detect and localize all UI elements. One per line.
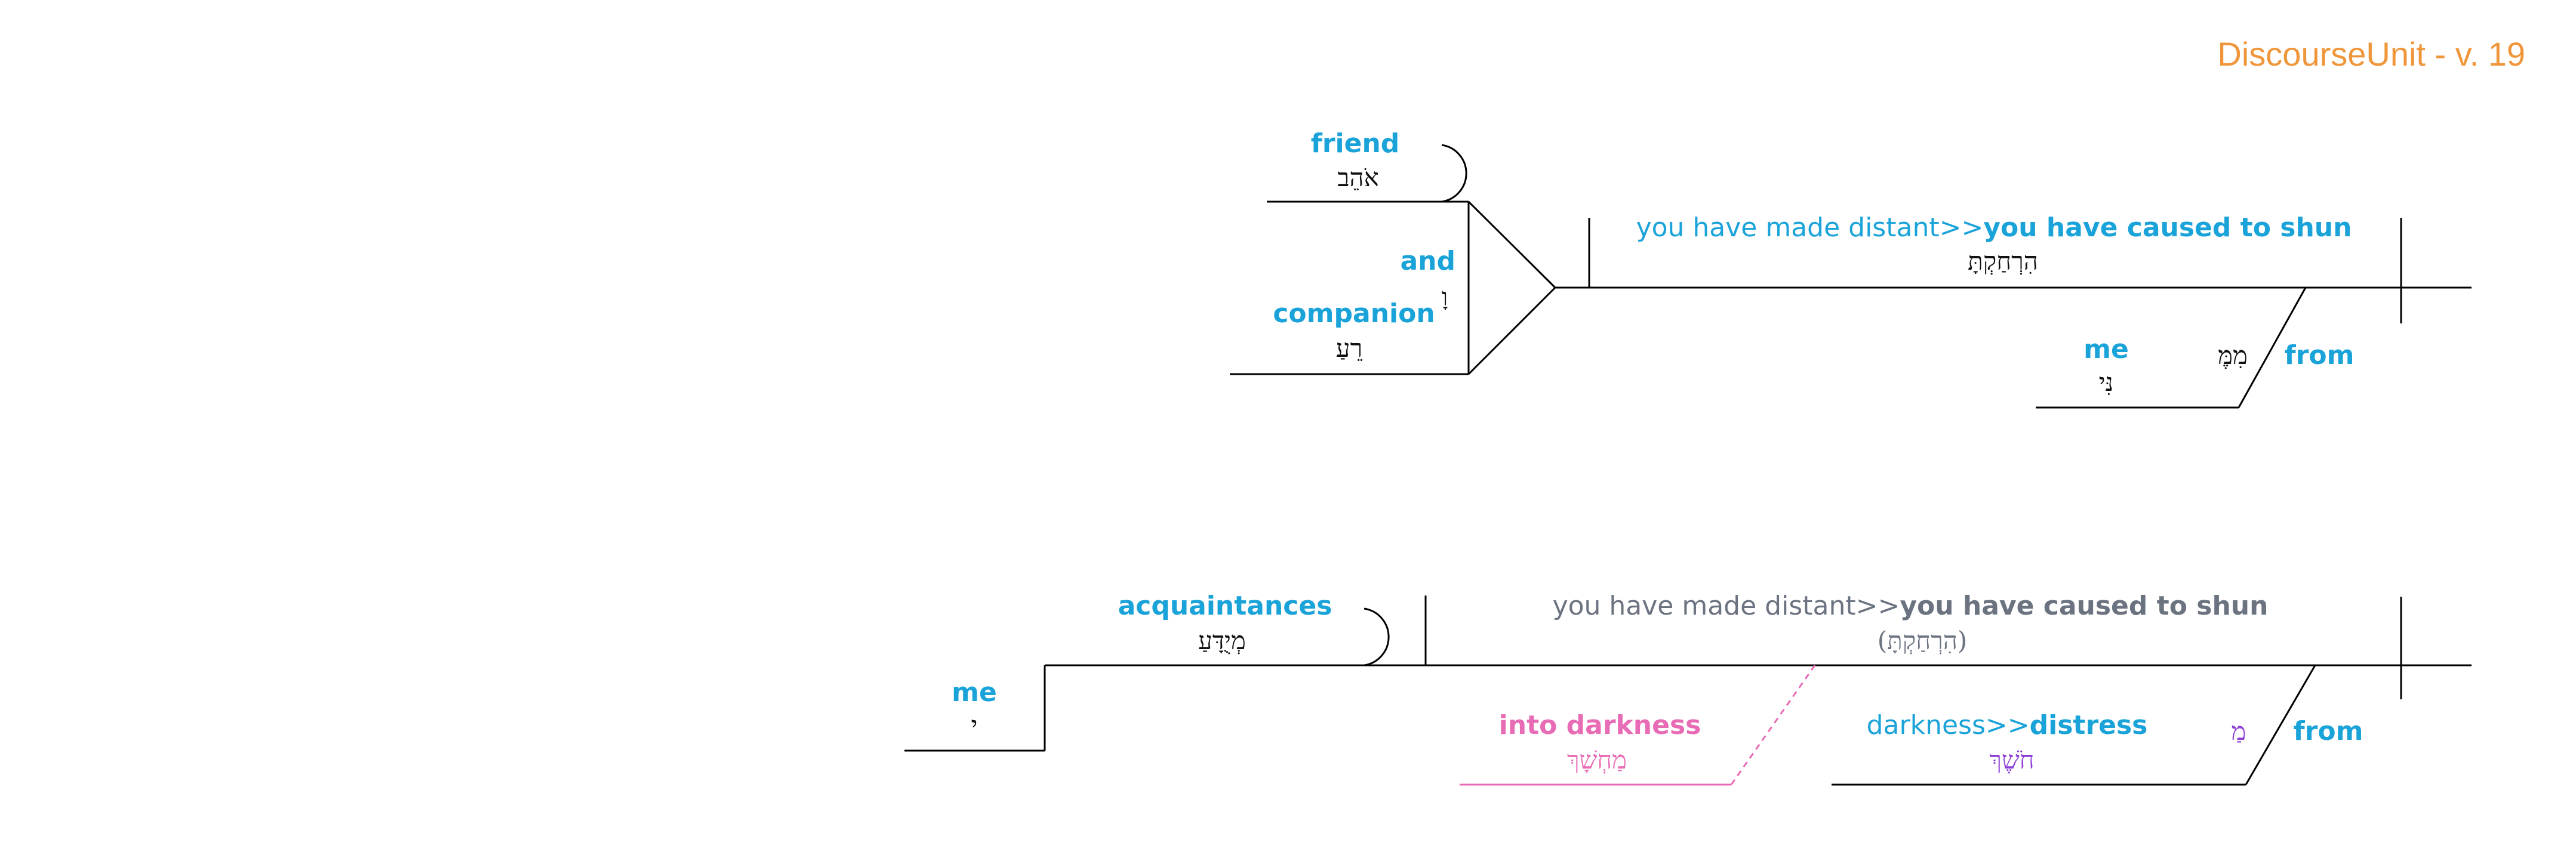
verb-english-bold: you have caused to shun [1983, 212, 2352, 243]
clause2-preposition-english: from [2294, 716, 2363, 746]
compound-lower-arm [1467, 286, 1556, 375]
clause2-verb-english-bold: you have caused to shun [1900, 591, 2268, 621]
clause2-object-hebrew: חֹשֶׁךְ [1989, 745, 2034, 774]
clause2-object-english: darkness>>distress [1867, 710, 2148, 740]
verb-english: you have made distant>>you have caused t… [1636, 212, 2352, 243]
clause2-verb-hebrew: (הִרְחַקְתָּ) [1878, 626, 1968, 655]
modifier-hebrew: מְיֻדָּעַ [1198, 626, 1246, 655]
subject1-arc [1441, 144, 1467, 203]
clause2-subject-english: me [952, 677, 997, 708]
modifier-english: acquaintances [1118, 591, 1332, 621]
preposition-hebrew: מִמֶּ [2218, 341, 2248, 370]
conjunction-hebrew: וָ [1442, 282, 1448, 311]
conjunction-english: and [1400, 246, 1455, 276]
preposition-english: from [2285, 340, 2355, 371]
subject1-english: friend [1311, 128, 1400, 159]
clause2-preposition-slant [2245, 665, 2316, 785]
verb-hebrew: הִרְחַקְתָּ [1968, 246, 2038, 276]
compound-upper-arm [1467, 200, 1556, 289]
clause2-verb-english-plain: you have made distant>> [1553, 591, 1900, 621]
preposition-slant [2238, 287, 2307, 408]
clause2-subject-hebrew: י [971, 711, 977, 740]
into-darkness-english: into darkness [1499, 710, 1701, 740]
modifier-arc [1364, 607, 1390, 666]
subject2-hebrew: רֵעַ [1336, 334, 1362, 363]
subject2-english: companion [1273, 298, 1435, 329]
object-hebrew: נִּי [2099, 368, 2114, 397]
clause2-verb-english: you have made distant>>you have caused t… [1553, 591, 2269, 621]
diagram-title: DiscourseUnit - v. 19 [2217, 35, 2525, 73]
object-english: me [2083, 334, 2129, 365]
clause-1: friend אֹהֵב companion רֵעַ and וָ you h… [1230, 128, 2472, 409]
verb-english-plain: you have made distant>> [1636, 212, 1984, 243]
into-darkness-slant [1730, 665, 1816, 785]
clause2-object-english-plain: darkness>> [1867, 710, 2030, 740]
into-darkness-hebrew: מַחְשָׁךְ [1567, 745, 1627, 774]
clause-2: me י acquaintances מְיֻדָּעַ you have ma… [904, 591, 2472, 786]
subject1-hebrew: אֹהֵב [1337, 163, 1379, 192]
clause2-preposition-hebrew: מַ [2232, 717, 2246, 746]
clause2-object-english-bold: distress [2030, 710, 2148, 740]
